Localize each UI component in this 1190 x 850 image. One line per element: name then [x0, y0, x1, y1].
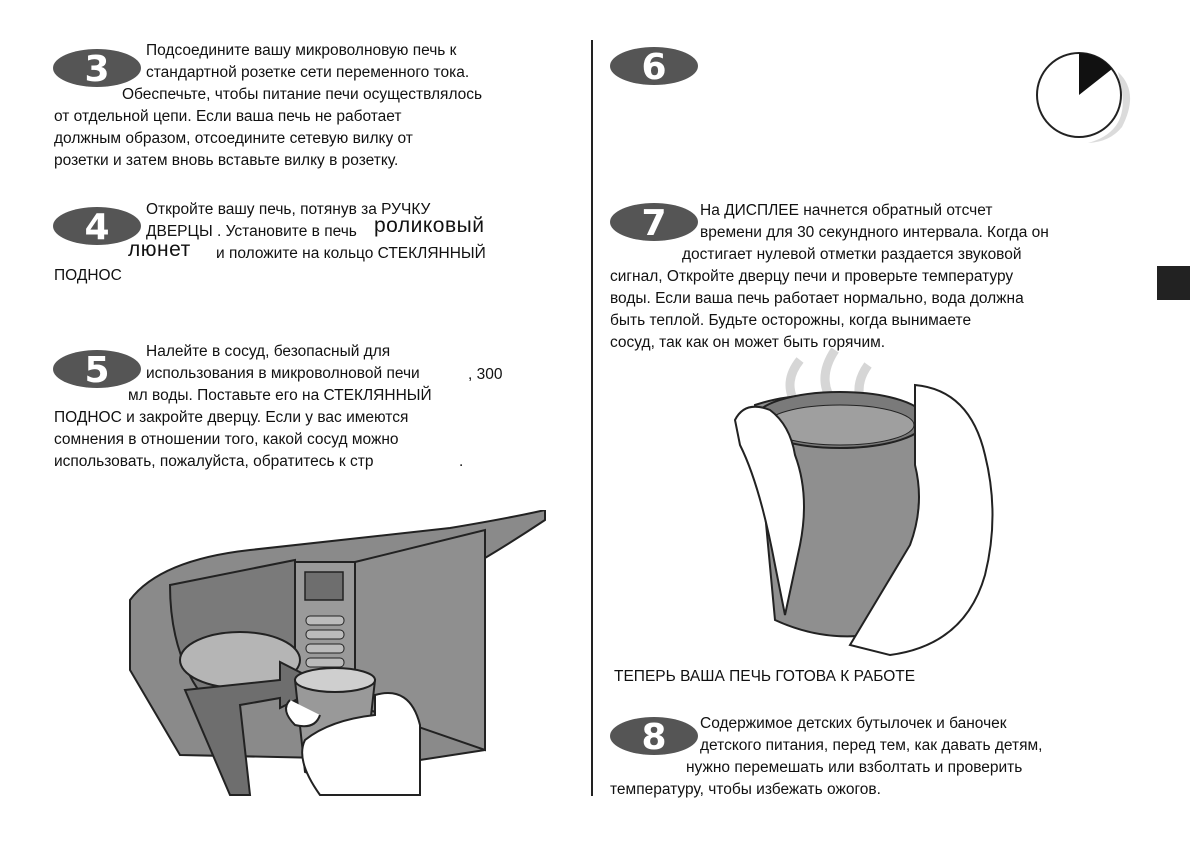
step-7-badge: 7: [610, 203, 698, 242]
step-3-line: розетки и затем вновь вставьте вилку в р…: [54, 152, 399, 169]
step-4-roller-term: роликовый: [374, 214, 485, 237]
step-4-badge: 4: [53, 207, 141, 246]
step-7-line: достигает нулевой отметки раздается звук…: [682, 246, 1022, 263]
step-8-line: температуру, чтобы избежать ожогов.: [610, 781, 881, 798]
step-3-badge: 3: [53, 49, 141, 88]
timer-30s-icon: [1036, 52, 1131, 143]
step-5-line: мл воды. Поставьте его на СТЕКЛЯННЫЙ: [128, 387, 432, 404]
step-3-line: от отдельной цепи. Если ваша печь не раб…: [54, 108, 402, 125]
step-8-badge: 8: [610, 717, 698, 756]
step-4-number: 4: [84, 207, 109, 246]
step-6-number: 6: [641, 47, 666, 86]
step-5-number: 5: [84, 350, 109, 389]
section-tab-marker: [1157, 266, 1190, 300]
step-5-line: ПОДНОС и закройте дверцу. Если у вас име…: [54, 409, 409, 426]
step-3-line: стандартной розетке сети переменного ток…: [146, 64, 470, 81]
step-8-line: Содержимое детских бутылочек и баночек: [700, 715, 1007, 732]
step-3-line: Обеспечьте, чтобы питание печи осуществл…: [122, 86, 483, 103]
step-5-line: , 300: [468, 366, 503, 383]
step-5-line: использования в микроволновой печи: [146, 365, 420, 382]
step-4-roller-term-2: люнет: [128, 238, 191, 261]
column-divider: [591, 40, 593, 796]
step-6-badge: 6: [610, 47, 698, 86]
step-5-line: сомнения в отношении того, какой сосуд м…: [54, 431, 399, 448]
step-5-line: использовать, пожалуйста, обратитесь к с…: [54, 453, 374, 470]
step-4-line: ДВЕРЦЫ . Установите в печь: [146, 223, 357, 240]
step-8-line: детского питания, перед тем, как давать …: [700, 737, 1043, 754]
step-7-line: быть теплой. Будьте осторожны, когда вын…: [610, 312, 972, 329]
step-4-line: и положите на кольцо СТЕКЛЯННЫЙ: [216, 245, 486, 262]
step-4-line: Откройте вашу печь, потянув за РУЧКУ: [146, 201, 431, 218]
microwave-with-cup-illustration: [129, 510, 546, 796]
step-3-line: должным образом, отсоедините сетевую вил…: [54, 130, 413, 147]
hands-holding-hot-cup-illustration: [733, 347, 994, 657]
step-4-line: ПОДНОС: [54, 267, 122, 284]
step-7-number: 7: [641, 203, 666, 242]
step-7-line: На ДИСПЛЕЕ начнется обратный отсчет: [700, 202, 993, 219]
step-8-number: 8: [641, 717, 666, 756]
step-5-line: Налейте в сосуд, безопасный для: [146, 343, 391, 360]
step-3-number: 3: [84, 49, 109, 88]
ready-message: ТЕПЕРЬ ВАША ПЕЧЬ ГОТОВА К РАБОТЕ: [614, 668, 916, 685]
step-5-badge: 5: [53, 350, 141, 389]
step-7-line: сигнал, Откройте дверцу печи и проверьте…: [610, 268, 1014, 285]
step-5-line: .: [459, 453, 464, 470]
step-7-line: времени для 30 секундного интервала. Ког…: [700, 224, 1049, 241]
step-8-line: нужно перемешать или взболтать и провери…: [686, 759, 1023, 776]
step-7-line: воды. Если ваша печь работает нормально,…: [610, 290, 1024, 307]
step-7-line: сосуд, так как он может быть горячим.: [610, 334, 886, 351]
step-3-line: Подсоедините вашу микроволновую печь к: [146, 42, 457, 59]
